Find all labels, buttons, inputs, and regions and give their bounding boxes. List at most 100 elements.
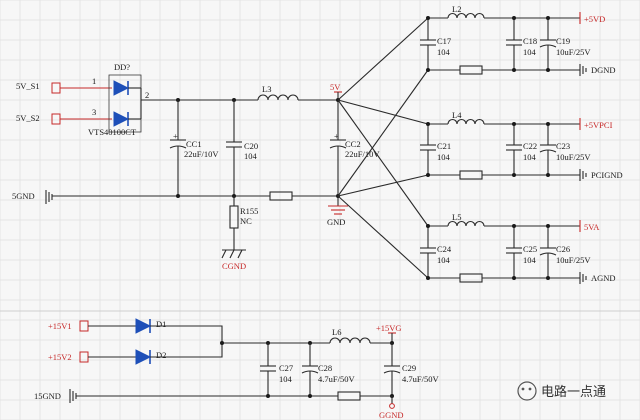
d2-ref: D2 bbox=[156, 350, 166, 360]
net-label-5vd: +5VD bbox=[584, 14, 605, 24]
wechat-logo-icon bbox=[517, 381, 537, 401]
watermark-text: 电路一点通 bbox=[541, 384, 606, 400]
l6-ref: L6 bbox=[332, 327, 341, 337]
port-15v2 bbox=[79, 351, 89, 363]
net-label-gnd: GND bbox=[327, 217, 345, 227]
ground-symbol-gnd bbox=[328, 205, 348, 215]
c24-ref: C24 bbox=[437, 244, 452, 254]
ggnd-terminal bbox=[389, 403, 395, 409]
resistor-gnd-link bbox=[269, 191, 293, 201]
c25-value: 104 bbox=[523, 255, 537, 265]
net-label-5v-s2: 5V_S2 bbox=[16, 113, 40, 123]
c20-value: 104 bbox=[244, 151, 258, 161]
net-label-dgnd: DGND bbox=[591, 65, 616, 75]
c23-ref: C23 bbox=[556, 141, 570, 151]
inductor-l6 bbox=[329, 337, 371, 344]
dd7-part: VTS40100CT bbox=[88, 127, 137, 137]
c18-value: 104 bbox=[523, 47, 537, 57]
resistor-15gnd-link bbox=[337, 391, 361, 401]
fanout-wires bbox=[337, 17, 429, 279]
l4-ref: L4 bbox=[452, 110, 462, 120]
polarity-mark: + bbox=[334, 131, 339, 141]
inductor-l3 bbox=[257, 94, 299, 101]
net-label-5v: 5V bbox=[330, 82, 341, 92]
inductor-l5 bbox=[447, 220, 485, 227]
c21-value: 104 bbox=[437, 152, 451, 162]
inductor-l4 bbox=[447, 118, 485, 125]
capacitor-c29 bbox=[383, 343, 401, 396]
ground-symbol-cgnd bbox=[221, 249, 246, 259]
r155-value: NC bbox=[240, 216, 252, 226]
net-label-15v2: +15V2 bbox=[48, 352, 72, 362]
net-label-15gnd: 15GND bbox=[34, 391, 61, 401]
dd7-ref: DD? bbox=[114, 62, 130, 72]
diode-d2 bbox=[135, 349, 152, 365]
cc2-ref: CC2 bbox=[345, 139, 361, 149]
capacitor-cc1 bbox=[169, 100, 187, 196]
c29-value: 4.7uF/50V bbox=[402, 374, 439, 384]
c22-value: 104 bbox=[523, 152, 537, 162]
c17-ref: C17 bbox=[437, 36, 451, 46]
l2-ref: L2 bbox=[452, 4, 461, 14]
dd7-pin3: 3 bbox=[92, 107, 96, 117]
net-label-cgnd: CGND bbox=[222, 261, 246, 271]
r155-ref: R155 bbox=[240, 206, 258, 216]
capacitor-c28 bbox=[301, 343, 319, 396]
polarity-mark: + bbox=[173, 131, 178, 141]
c25-ref: C25 bbox=[523, 244, 537, 254]
dd7-pin1: 1 bbox=[92, 76, 96, 86]
c23-value: 10uF/25V bbox=[556, 152, 591, 162]
c19-ref: C19 bbox=[556, 36, 570, 46]
l5-ref: L5 bbox=[452, 212, 461, 222]
c18-ref: C18 bbox=[523, 36, 537, 46]
port-5v-s2 bbox=[51, 113, 61, 125]
c29-ref: C29 bbox=[402, 363, 416, 373]
diode-icon bbox=[113, 111, 130, 127]
cc1-ref: CC1 bbox=[186, 139, 202, 149]
filter-block-5vd bbox=[420, 12, 587, 76]
c26-value: 10uF/25V bbox=[556, 255, 591, 265]
dd7-pin2: 2 bbox=[145, 90, 149, 100]
c28-ref: C28 bbox=[318, 363, 332, 373]
net-label-15v1: +15V1 bbox=[48, 321, 72, 331]
diode-icon bbox=[135, 318, 152, 334]
net-label-pcignd: PCIGND bbox=[591, 170, 623, 180]
filter-block-5va bbox=[420, 220, 587, 284]
capacitor-c20 bbox=[226, 100, 242, 196]
c26-ref: C26 bbox=[556, 244, 570, 254]
diode-icon bbox=[113, 80, 130, 96]
c22-ref: C22 bbox=[523, 141, 537, 151]
net-label-5vpci: +5VPCI bbox=[584, 120, 613, 130]
net-label-ggnd: GGND bbox=[379, 410, 404, 420]
net-label-5gnd: 5GND bbox=[12, 191, 35, 201]
c27-value: 104 bbox=[279, 374, 293, 384]
resistor-r155 bbox=[229, 196, 239, 250]
d1-ref: D1 bbox=[156, 319, 166, 329]
c28-value: 4.7uF/50V bbox=[318, 374, 355, 384]
c21-ref: C21 bbox=[437, 141, 451, 151]
cc2-value: 22uF/10V bbox=[345, 149, 380, 159]
c24-value: 104 bbox=[437, 255, 451, 265]
net-label-agnd: AGND bbox=[591, 273, 616, 283]
l3-ref: L3 bbox=[262, 84, 271, 94]
c17-value: 104 bbox=[437, 47, 451, 57]
net-label-5v-s1: 5V_S1 bbox=[16, 81, 40, 91]
watermark: 电路一点通 bbox=[517, 381, 606, 401]
dual-diode-dd7 bbox=[108, 74, 142, 133]
port-5v-s1 bbox=[51, 82, 61, 94]
inductor-l2 bbox=[447, 12, 485, 19]
port-15v1 bbox=[79, 320, 89, 332]
filter-block-5vpci bbox=[420, 118, 587, 181]
net-label-5va: 5VA bbox=[584, 222, 600, 232]
capacitor-c27 bbox=[260, 343, 276, 396]
net-label-15vg: +15VG bbox=[376, 323, 402, 333]
diode-d1 bbox=[135, 318, 152, 334]
c20-ref: C20 bbox=[244, 141, 258, 151]
diode-icon bbox=[135, 349, 152, 365]
c19-value: 10uF/25V bbox=[556, 47, 591, 57]
ground-symbol-5gnd bbox=[45, 190, 53, 204]
ground-symbol-15gnd bbox=[69, 389, 77, 403]
c27-ref: C27 bbox=[279, 363, 293, 373]
